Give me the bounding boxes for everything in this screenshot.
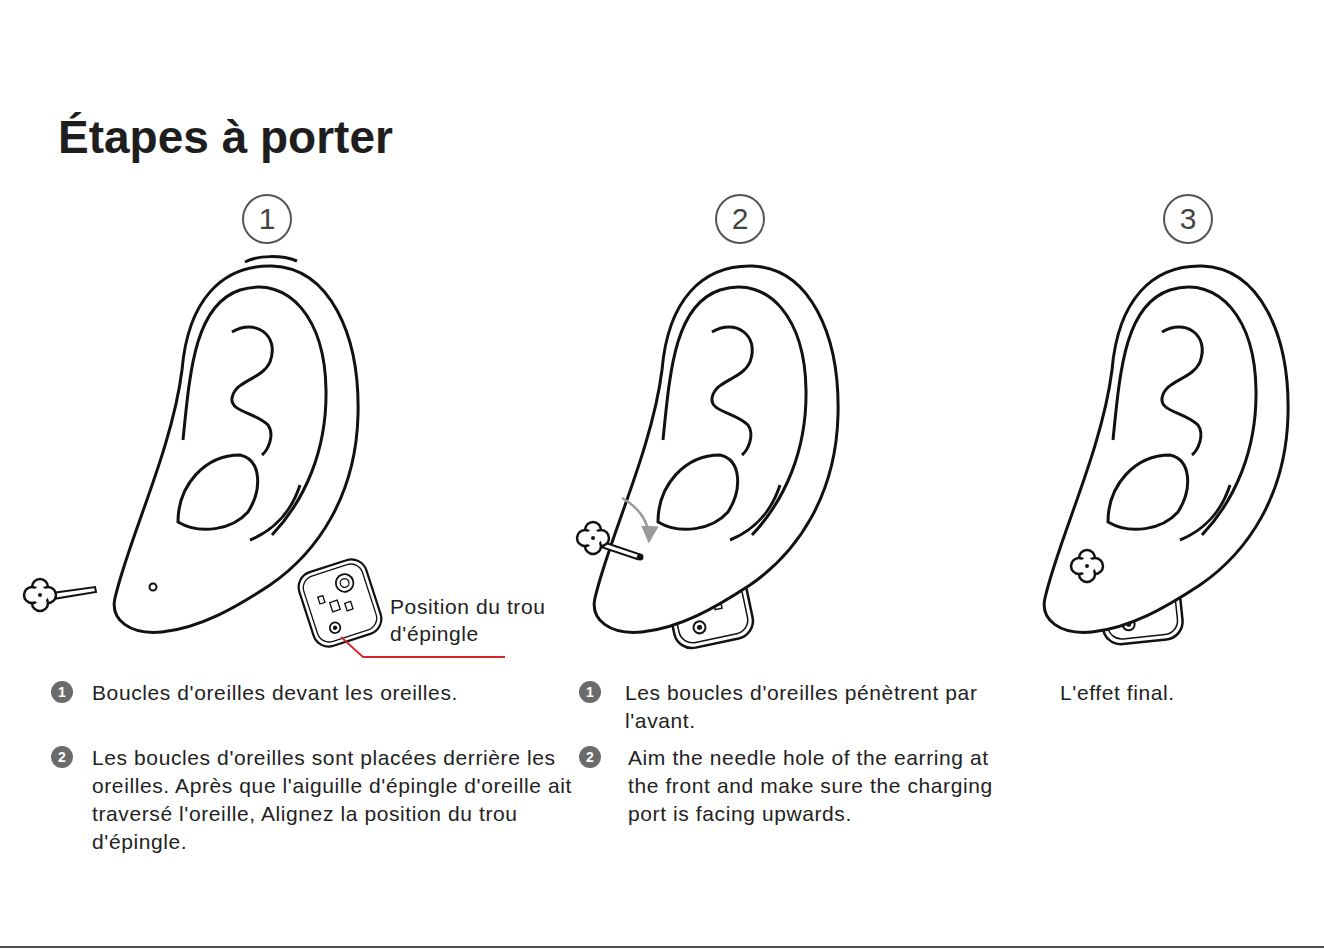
step-number: 3 <box>1180 204 1197 234</box>
insert-arrow <box>622 498 649 540</box>
earring-back <box>295 555 386 650</box>
instruction-text: L'effet final. <box>1060 679 1310 707</box>
bullet-number: 1 <box>579 681 601 703</box>
bullet-number: 2 <box>579 746 601 768</box>
step-circle: 1 <box>242 194 292 244</box>
callout-label: Position du trou d'épingle <box>390 593 590 647</box>
title: Étapes à porter <box>58 110 393 164</box>
instruction-text: Les boucles d'oreilles pénètrent par l'a… <box>625 679 1010 735</box>
bullet-label: 2 <box>586 750 594 764</box>
earring-stud <box>24 579 56 611</box>
bullet-number: 2 <box>51 746 73 768</box>
earring-stud <box>577 522 609 554</box>
step-circle: 2 <box>715 194 765 244</box>
bottom-rule <box>0 946 1324 948</box>
ear <box>594 266 838 632</box>
earring-pin <box>52 587 96 599</box>
instruction-text: Aim the needle hole of the earring at th… <box>628 744 1000 828</box>
bullet-label: 2 <box>58 750 66 764</box>
step-circle: 3 <box>1163 194 1213 244</box>
bullet-label: 1 <box>58 685 66 699</box>
earring-stud <box>1071 550 1103 582</box>
ear <box>1044 266 1288 632</box>
bullet-number: 1 <box>51 681 73 703</box>
instruction-text: Boucles d'oreilles devant les oreilles. <box>92 679 562 707</box>
bullet-label: 1 <box>586 685 594 699</box>
instruction-text: Les boucles d'oreilles sont placées derr… <box>92 744 572 856</box>
ear-mark <box>245 257 297 262</box>
step-number: 2 <box>732 204 749 234</box>
step-number: 1 <box>259 204 276 234</box>
piercing-hole <box>150 584 157 591</box>
